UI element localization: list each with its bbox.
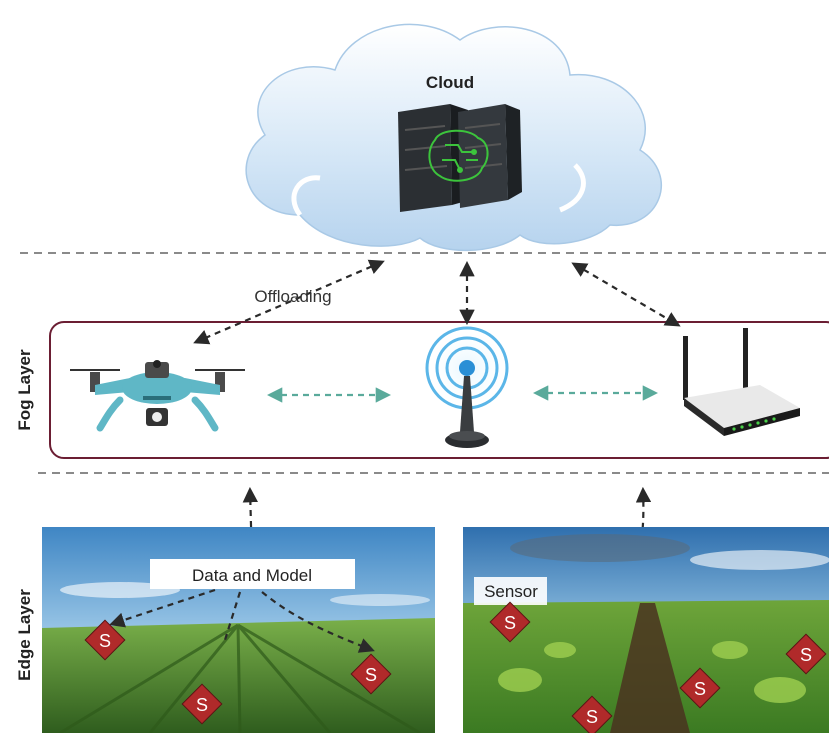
cloud-router-arrow	[571, 262, 681, 327]
sensor-icon: S	[350, 653, 392, 695]
sensor-markers: S S S S S S S	[84, 601, 827, 733]
router-icon	[683, 328, 800, 436]
data-arrow-down	[223, 591, 242, 641]
data-arrow-left	[109, 588, 216, 628]
offloading-arrow	[193, 259, 385, 345]
drone-icon	[70, 360, 245, 432]
brain-circuit-icon	[428, 129, 489, 182]
sensor-icon: S	[679, 667, 721, 709]
sensor-icon: S	[181, 683, 223, 725]
data-model-label: Data and Model	[192, 566, 312, 585]
server-icon	[398, 104, 522, 212]
svg-text:S: S	[365, 665, 377, 685]
fog-layer-box	[49, 321, 829, 459]
offloading-label: Offloading	[254, 287, 331, 306]
soy-field-photo	[463, 527, 829, 733]
svg-text:S: S	[800, 645, 812, 665]
sensor-box	[474, 577, 547, 605]
wireless-tower-icon	[423, 324, 511, 448]
svg-text:S: S	[99, 631, 111, 651]
svg-text:S: S	[694, 679, 706, 699]
svg-text:S: S	[504, 613, 516, 633]
sensor-label: Sensor	[484, 582, 538, 601]
fog-layer-label: Fog Layer	[15, 349, 34, 431]
edge-layer-label: Edge Layer	[15, 589, 34, 681]
data-arrow-right	[261, 591, 375, 653]
sensor-icon: S	[571, 695, 613, 733]
sensor-icon: S	[489, 601, 531, 643]
cloud-label: Cloud	[426, 73, 474, 92]
sensor-icon: S	[785, 633, 827, 675]
svg-text:S: S	[586, 707, 598, 727]
svg-text:S: S	[196, 695, 208, 715]
data-model-box	[150, 559, 355, 589]
sensor-icon: S	[84, 619, 126, 661]
